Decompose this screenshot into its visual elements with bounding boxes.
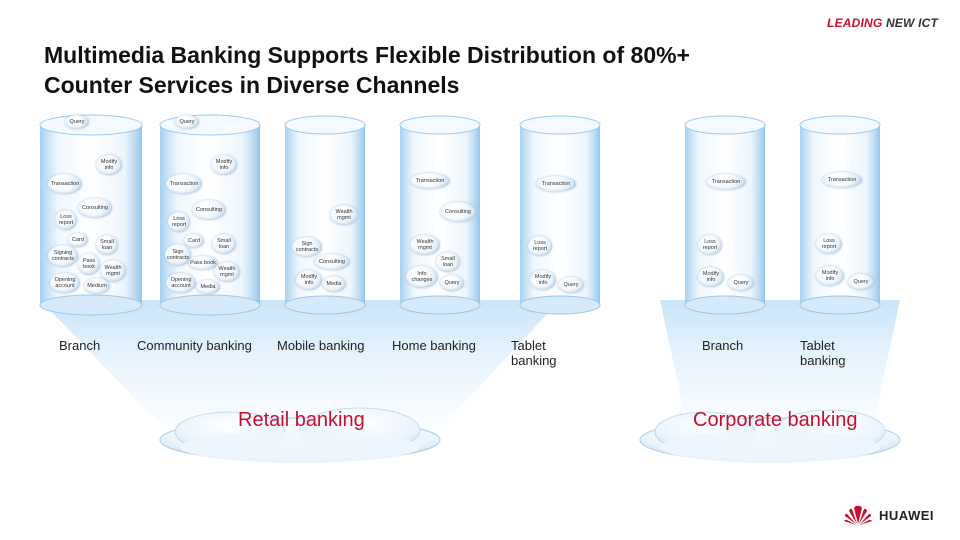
bubble-loss-report: Loss report bbox=[698, 235, 722, 255]
bubble-pass-book: Pass book bbox=[188, 256, 218, 270]
bubble-media: Media bbox=[322, 276, 346, 292]
bubble-signing-contracts: Signing contracts bbox=[48, 245, 78, 267]
page-title: Multimedia Banking Supports Flexible Dis… bbox=[44, 40, 884, 100]
huawei-wordmark: HUAWEI bbox=[879, 507, 934, 523]
bubble-consulting: Consulting bbox=[440, 202, 476, 222]
cylinder-tablet bbox=[519, 115, 601, 315]
channel-label-corp-tablet-banking: Tablet banking bbox=[800, 338, 846, 368]
bubble-modify-info: Modify info bbox=[698, 267, 724, 287]
channel-label-community-banking: Community banking bbox=[137, 338, 252, 353]
bubble-loss-report: Loss report bbox=[55, 210, 77, 230]
bubble-opening-account: Opening account bbox=[50, 273, 80, 293]
bubble-query: Query bbox=[728, 275, 754, 291]
bubble-loss-report: Loss report bbox=[816, 234, 842, 254]
bubble-media: Media bbox=[196, 280, 220, 294]
beam-corporate bbox=[660, 300, 900, 440]
bubble-info-changes: Info changes bbox=[406, 266, 438, 288]
channel-label-tablet-banking: Tablet banking bbox=[511, 338, 557, 368]
bubble-modify-info: Modify info bbox=[296, 270, 322, 290]
bubble-wealth-mgmt: Wealth mgmt bbox=[100, 260, 126, 282]
channel-label-home-banking: Home banking bbox=[392, 338, 476, 353]
bubble-query: Query bbox=[558, 277, 584, 293]
bubble-modify-info: Modify info bbox=[211, 155, 237, 175]
bubble-opening-account: Opening account bbox=[166, 273, 196, 293]
bubble-modify-info: Modify info bbox=[530, 270, 556, 290]
bubble-small-loan: Small loan bbox=[96, 235, 118, 255]
huawei-logo: HUAWEI bbox=[843, 504, 934, 526]
huawei-petal-icon bbox=[844, 505, 872, 525]
bubble-transaction: Transaction bbox=[536, 176, 576, 192]
title-line-2: Counter Services in Diverse Channels bbox=[44, 72, 460, 98]
channel-label-branch: Branch bbox=[59, 338, 101, 353]
bubble-query: Query bbox=[175, 115, 199, 129]
bubble-transaction: Transaction bbox=[166, 174, 202, 194]
brand-word-leading: LEADING bbox=[826, 16, 883, 30]
bubble-consulting: Consulting bbox=[78, 198, 112, 218]
bubble-wealth-mgmt: Wealth mgmt bbox=[410, 235, 440, 255]
channel-label-mobile-banking: Mobile banking bbox=[277, 338, 365, 353]
beam-retail bbox=[40, 300, 560, 440]
bubble-card: Card bbox=[68, 233, 88, 247]
group-label-corporate: Corporate banking bbox=[693, 409, 858, 431]
bubble-small-loan: Small loan bbox=[436, 252, 460, 272]
bubble-query: Query bbox=[440, 275, 464, 291]
bubble-wealth-mgmt: Wealth mgmt bbox=[214, 262, 240, 282]
bubble-sign-contracts: Sign contracts bbox=[165, 244, 191, 266]
cloud-retail bbox=[159, 407, 441, 463]
bubble-wealth-mgmt: Wealth mgmt bbox=[330, 205, 358, 225]
bubble-consulting: Consulting bbox=[314, 254, 350, 270]
group-label-retail: Retail banking bbox=[238, 409, 365, 431]
bubble-loss-report: Loss report bbox=[168, 212, 190, 232]
bubble-small-loan: Small loan bbox=[212, 234, 236, 254]
bubble-modify-info: Modify info bbox=[96, 155, 122, 175]
bubble-card: Card bbox=[184, 234, 204, 248]
bubble-transaction: Transaction bbox=[48, 174, 82, 194]
channel-label-corp-branch: Branch bbox=[702, 338, 744, 353]
bubble-query: Query bbox=[65, 115, 89, 129]
bubble-sign-contracts: Sign contracts bbox=[292, 237, 322, 257]
bubble-transaction: Transaction bbox=[822, 172, 862, 188]
bubble-medium: Medium bbox=[84, 278, 110, 294]
bubble-query: Query bbox=[848, 274, 874, 290]
title-line-1: Multimedia Banking Supports Flexible Dis… bbox=[44, 42, 690, 68]
bubble-pass-book: Pass book bbox=[78, 253, 100, 275]
bubble-modify-info: Modify info bbox=[816, 266, 844, 286]
cloud-corporate bbox=[639, 409, 901, 463]
bubble-loss-report: Loss report bbox=[528, 236, 552, 256]
bubble-transaction: Transaction bbox=[410, 173, 450, 189]
brand-word-new-ict: NEW ICT bbox=[885, 16, 938, 30]
brand-logo-top: LEADING NEW ICT bbox=[827, 16, 938, 30]
bubble-transaction: Transaction bbox=[706, 174, 746, 190]
bubble-consulting: Consulting bbox=[192, 200, 226, 220]
